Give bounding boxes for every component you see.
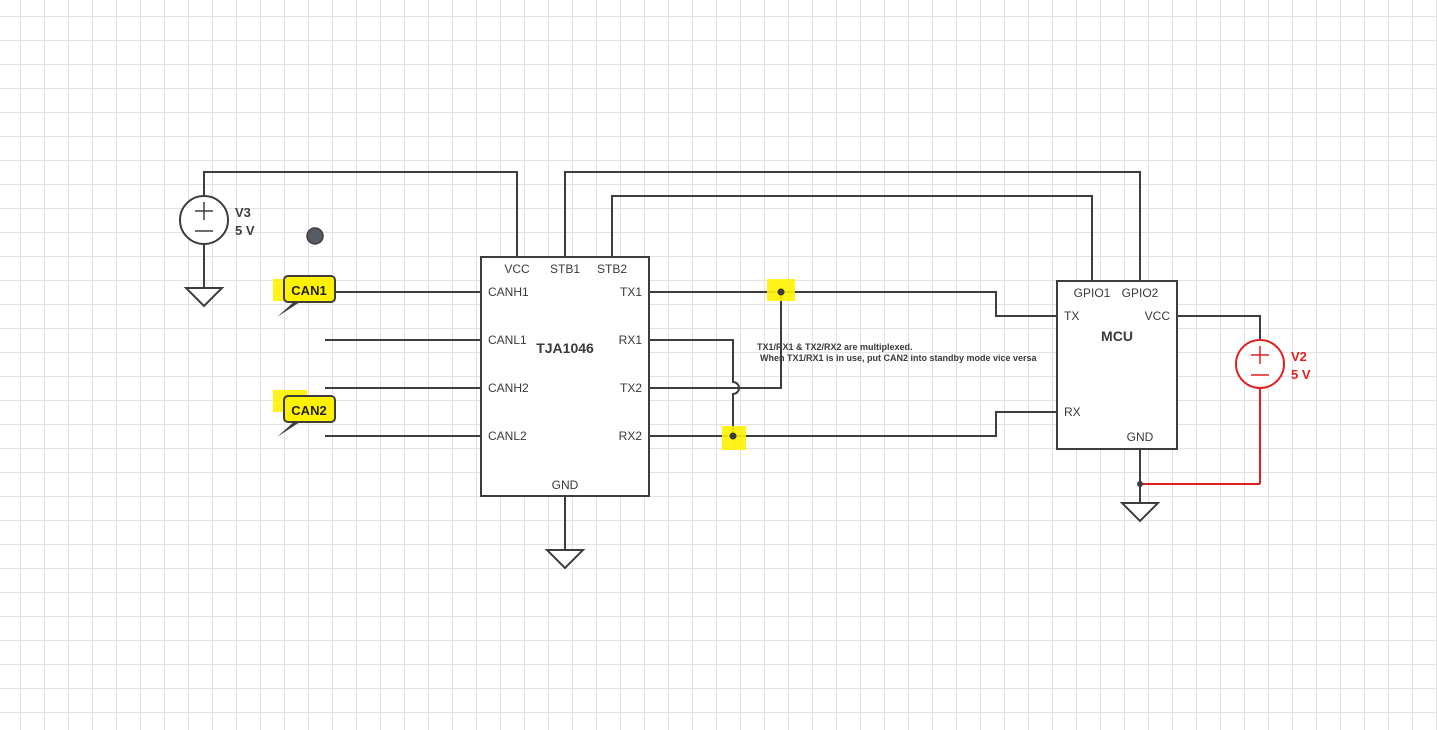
net-label-icon — [277, 420, 303, 437]
ground-icon[interactable] — [1119, 502, 1161, 523]
ground-icon[interactable] — [544, 549, 586, 570]
pin-canl2: CANL2 — [488, 429, 527, 443]
pin-tx2: TX2 — [620, 381, 642, 395]
net-label-can2[interactable]: CAN2 — [273, 390, 336, 437]
voltage-source-v3[interactable]: V3 5 V — [179, 195, 255, 245]
pin-tx1: TX1 — [620, 285, 642, 299]
can1-text: CAN1 — [291, 283, 326, 298]
pin-canh2: CANH2 — [488, 381, 529, 395]
connection-dot[interactable] — [306, 227, 324, 245]
v2-value: 5 V — [1291, 367, 1311, 382]
pin-gpio1: GPIO1 — [1074, 286, 1111, 300]
note-line2: When TX1/RX1 is in use, put CAN2 into st… — [760, 353, 1038, 363]
wires — [203, 171, 1141, 550]
wire-tx1-to-mcu-tx[interactable] — [649, 291, 1057, 317]
junction-tx[interactable] — [777, 288, 785, 296]
pin-vcc: VCC — [504, 262, 530, 276]
pin-tx: TX — [1064, 309, 1079, 323]
junction-rx[interactable] — [729, 432, 737, 440]
net-label-icon — [277, 300, 303, 317]
can2-text: CAN2 — [291, 403, 326, 418]
voltage-source-v2[interactable]: V2 5 V — [1235, 339, 1311, 389]
wire-mcu-vcc-to-v2[interactable] — [1177, 315, 1261, 340]
v3-value: 5 V — [235, 223, 255, 238]
net-label-can1[interactable]: CAN1 — [273, 275, 336, 317]
pin-canh1: CANH1 — [488, 285, 529, 299]
wires-v2 — [1140, 388, 1261, 485]
v2-name: V2 — [1291, 349, 1307, 364]
wire-stb1-to-gpio2[interactable] — [564, 171, 1141, 281]
pin-stb1: STB1 — [550, 262, 580, 276]
pin-rx: RX — [1064, 405, 1081, 419]
pin-gnd: GND — [552, 478, 579, 492]
ground-icon[interactable] — [183, 287, 225, 308]
ic-mcu[interactable]: MCU GPIO1 GPIO2 TX VCC RX GND — [1056, 280, 1178, 450]
pin-rx1: RX1 — [619, 333, 643, 347]
ic-tja1046[interactable]: TJA1046 VCC STB1 STB2 CANH1 CANL1 CANH2 … — [480, 256, 650, 497]
wire-tx2-to-tx1[interactable] — [649, 292, 782, 389]
multiplex-note[interactable]: TX1/RX1 & TX2/RX2 are multiplexed. When … — [757, 342, 1038, 363]
v3-name: V3 — [235, 205, 251, 220]
tja-title: TJA1046 — [536, 340, 594, 356]
pin-canl1: CANL1 — [488, 333, 527, 347]
pin-mcu-vcc: VCC — [1145, 309, 1171, 323]
junction-gnd[interactable] — [1137, 481, 1143, 487]
wire-stb2-to-gpio1[interactable] — [611, 195, 1093, 281]
mcu-title: MCU — [1101, 328, 1133, 344]
note-line1: TX1/RX1 & TX2/RX2 are multiplexed. — [757, 342, 913, 352]
pin-stb2: STB2 — [597, 262, 627, 276]
pin-mcu-gnd: GND — [1127, 430, 1154, 444]
wire-rx2-to-mcu-rx[interactable] — [649, 411, 1057, 437]
pin-rx2: RX2 — [619, 429, 643, 443]
wire-v3-to-vcc[interactable] — [203, 171, 518, 257]
pin-gpio2: GPIO2 — [1122, 286, 1159, 300]
